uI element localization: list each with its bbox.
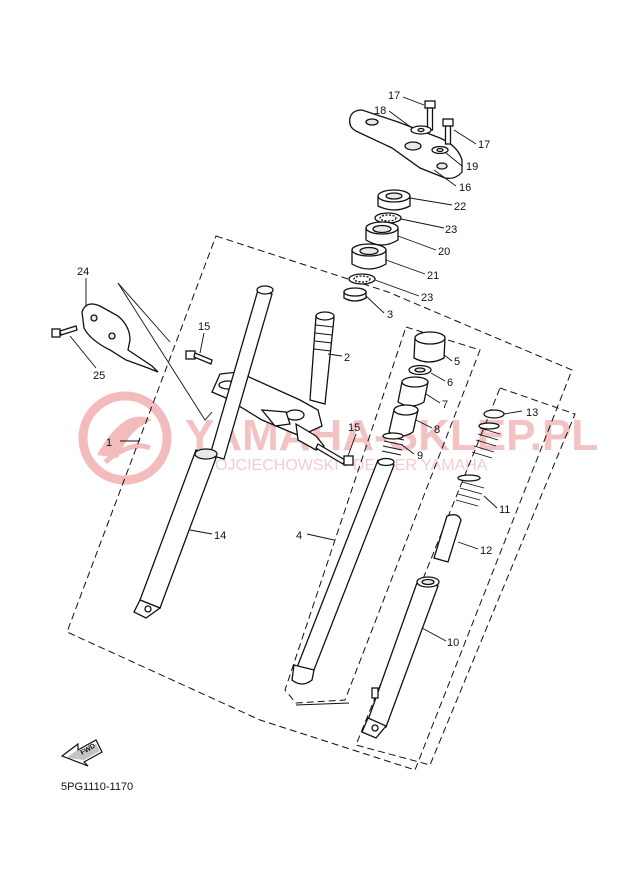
callout-6: 6 bbox=[447, 377, 453, 389]
callout-9: 9 bbox=[417, 450, 423, 462]
callout-17-b: 17 bbox=[478, 139, 490, 151]
part-18-washer bbox=[410, 125, 432, 135]
part-25-bolt bbox=[51, 325, 78, 338]
part-12-spacer bbox=[433, 514, 462, 563]
part-24-cover-plate bbox=[81, 303, 159, 373]
callout-16: 16 bbox=[459, 182, 471, 194]
watermark: YAMAHA-SKLEP.PL WOJCIECHOWSKI - DEALER Y… bbox=[78, 391, 598, 485]
callout-5: 5 bbox=[454, 356, 460, 368]
callout-13: 13 bbox=[526, 407, 538, 419]
part-7-bushing bbox=[397, 376, 429, 407]
part-6-ring bbox=[408, 364, 432, 376]
inner-damper-boundary bbox=[284, 326, 481, 704]
callout-1: 1 bbox=[106, 437, 112, 449]
callout-18: 18 bbox=[374, 105, 386, 117]
callout-19: 19 bbox=[466, 161, 478, 173]
callout-23-b: 23 bbox=[421, 292, 433, 304]
callout-11: 11 bbox=[499, 504, 510, 516]
part-3-seal bbox=[343, 287, 367, 302]
callout-17: 17 bbox=[388, 90, 400, 102]
callout-22: 22 bbox=[454, 201, 466, 213]
callout-8: 8 bbox=[434, 424, 440, 436]
callout-25: 25 bbox=[93, 370, 105, 382]
outer-boundary bbox=[66, 235, 573, 771]
fwd-arrow-icon: FWD bbox=[60, 739, 103, 767]
callout-4: 4 bbox=[296, 530, 302, 542]
part-19-washer bbox=[431, 145, 449, 155]
part-15-bolt-b bbox=[315, 443, 354, 466]
part-17-bolt-b bbox=[442, 118, 454, 145]
callout-15-b: 15 bbox=[348, 422, 360, 434]
diagram-code: 5PG1110-1170 bbox=[61, 781, 133, 793]
watermark-logo-icon bbox=[78, 391, 172, 485]
part-17-bolt bbox=[424, 100, 436, 131]
callout-10: 10 bbox=[447, 637, 459, 649]
part-16-upper-bracket bbox=[349, 109, 463, 180]
part-5-cap bbox=[413, 331, 446, 363]
leader-lines bbox=[69, 96, 523, 706]
part-4-damper-tube bbox=[291, 457, 395, 685]
callouts: 17 18 17 19 16 22 23 20 21 23 3 2 15 15 … bbox=[77, 90, 538, 649]
part-20-race bbox=[365, 221, 399, 246]
callout-3: 3 bbox=[387, 309, 393, 321]
part-15-bolt bbox=[185, 350, 213, 365]
callout-24: 24 bbox=[77, 266, 89, 278]
callout-21: 21 bbox=[427, 270, 439, 282]
callout-20: 20 bbox=[438, 246, 450, 258]
part-10-outer-tube bbox=[361, 576, 440, 739]
part-21-race bbox=[351, 243, 387, 270]
callout-12: 12 bbox=[480, 545, 492, 557]
part-8-piston bbox=[388, 404, 419, 437]
part-13-cap bbox=[483, 409, 505, 419]
part-23-bearing-b bbox=[348, 273, 376, 285]
callout-15: 15 bbox=[198, 321, 210, 333]
callout-23: 23 bbox=[445, 224, 457, 236]
callout-2: 2 bbox=[344, 352, 350, 364]
callout-14: 14 bbox=[214, 530, 226, 542]
callout-7: 7 bbox=[442, 399, 448, 411]
part-14-left-fork bbox=[133, 285, 274, 619]
part-22-ring-nut bbox=[377, 189, 411, 211]
part-9-spring bbox=[381, 432, 405, 456]
part-11-spring bbox=[455, 422, 501, 507]
